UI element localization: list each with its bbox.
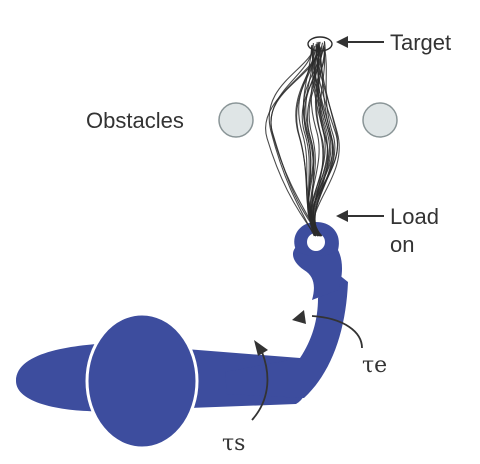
trajectory-line [265,42,324,237]
elbow-torque-arrowhead [292,310,306,324]
obstacle-right [362,102,398,138]
trajectory-line [301,47,323,237]
annotations: Target Obstacles Load on τe τs [86,30,451,456]
subject-silhouette [16,222,348,450]
head [85,312,199,450]
target-arrowhead [336,36,348,48]
trajectory-line [305,48,319,237]
obstacle-left [218,102,254,138]
elbow-torque-arrow [311,315,363,349]
obstacles-label: Obstacles [86,108,184,133]
trajectory-line [313,41,339,237]
trajectory-line [270,46,321,237]
load-label-line2: on [390,232,414,257]
trajectory-line [309,47,339,237]
shoulder-torque-arrowhead [254,340,268,356]
load-arrowhead [336,210,348,222]
shoulder-torque-arrow [251,351,269,421]
tau-e-label: τe [362,353,387,378]
trajectory-line [268,45,316,237]
forearm [292,243,343,300]
tau-s-label: τs [222,431,245,456]
load-label-line1: Load [390,204,439,229]
target-curl [307,36,333,52]
target-label: Target [390,30,451,55]
trajectory-line [314,47,336,237]
upper-arm [225,274,348,398]
hand-trajectories [265,36,340,237]
